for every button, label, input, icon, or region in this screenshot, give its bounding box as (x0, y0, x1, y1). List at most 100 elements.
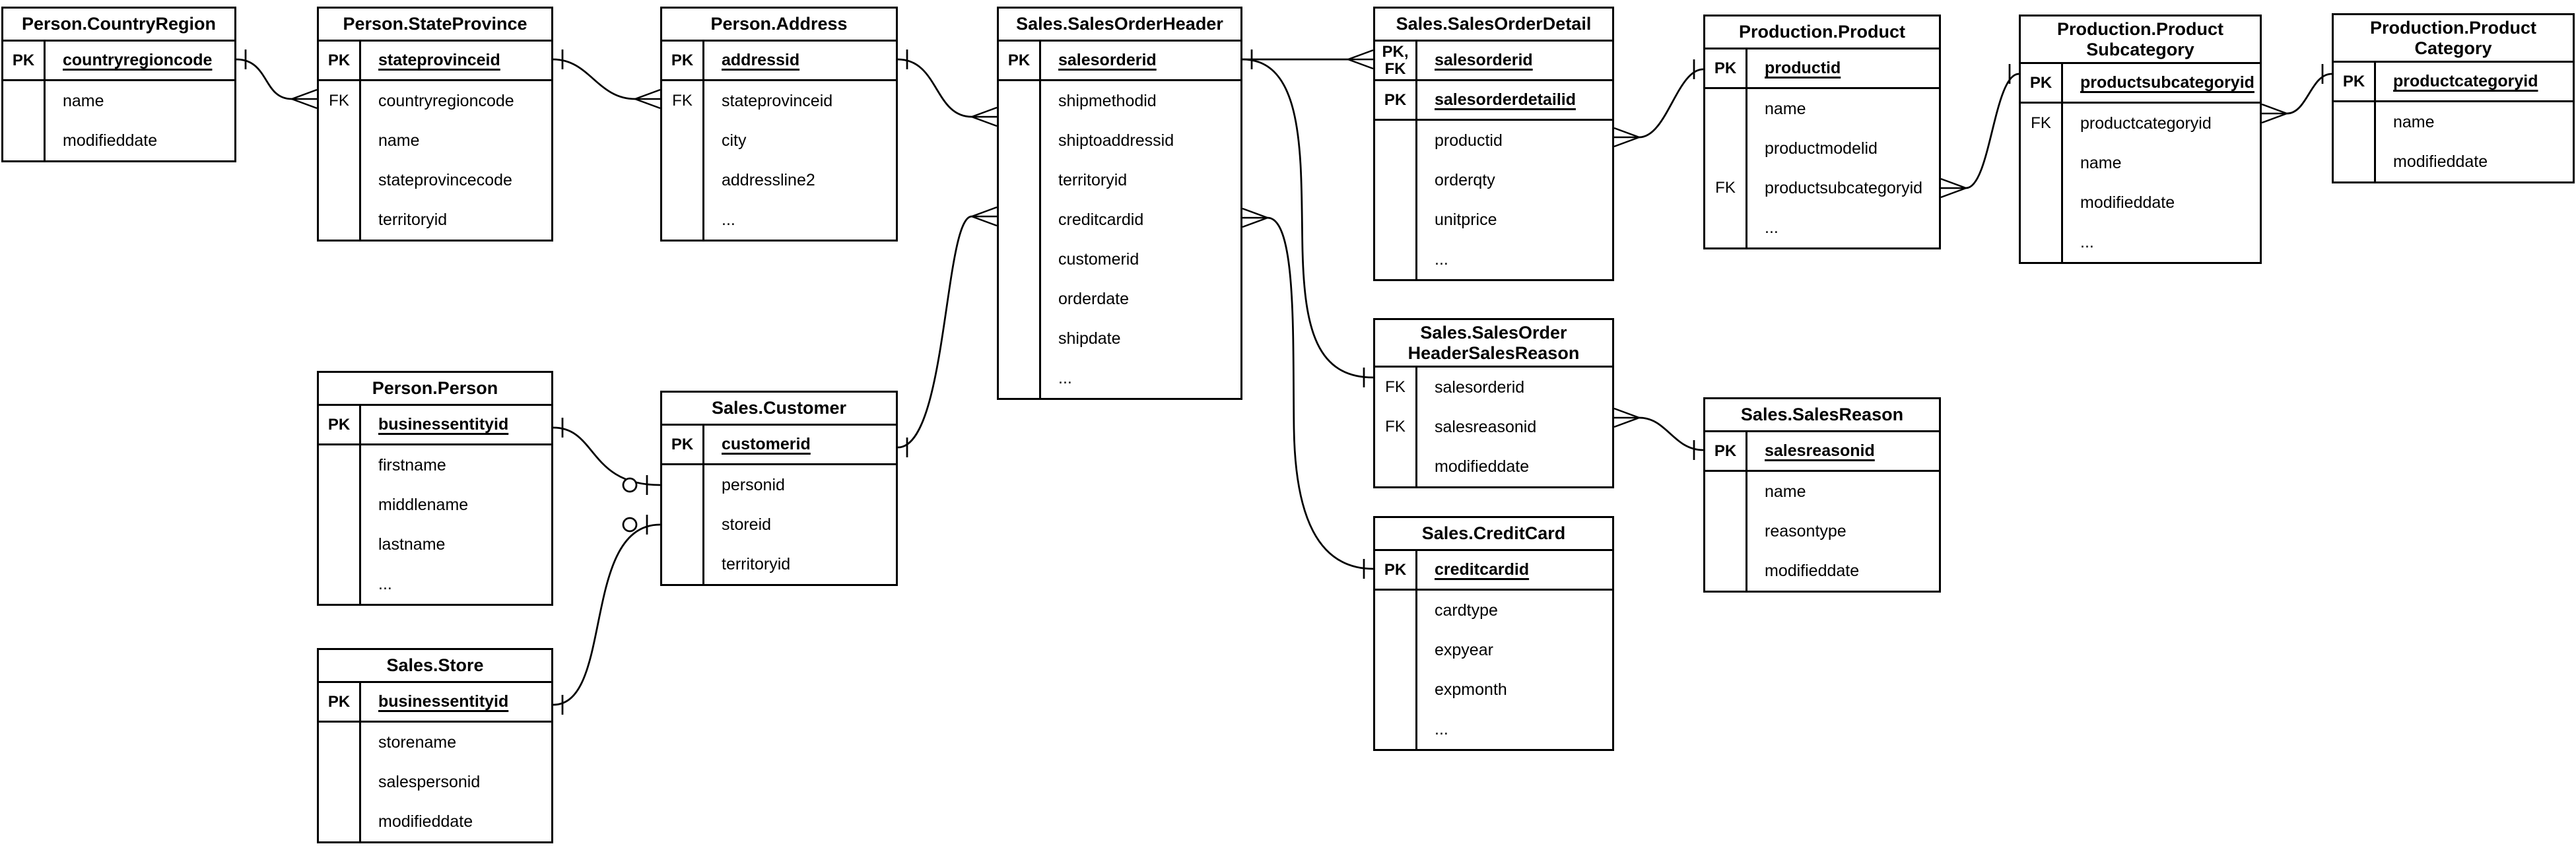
key-badge (999, 160, 1041, 200)
relationship-stateprovince-to-address (553, 49, 661, 110)
field-row: ... (999, 358, 1240, 398)
field-row: firstname (319, 445, 551, 485)
column-name: modifieddate (1435, 457, 1530, 476)
column-name: salesorderdetailid (1435, 90, 1576, 109)
field-row: name (2334, 102, 2573, 142)
key-badge (2021, 222, 2063, 262)
column-name: creditcardid (1058, 210, 1144, 229)
field-row: unitprice (1375, 200, 1612, 240)
field-row: expyear (1375, 630, 1612, 670)
column-name: territoryid (378, 210, 448, 229)
key-badge: PK (3, 42, 46, 79)
key-badge (1375, 447, 1417, 486)
field-row: name (319, 121, 551, 160)
relationship-product-to-productsubcategory (1940, 64, 2019, 199)
field-row: creditcardid (999, 200, 1240, 240)
key-badge (662, 505, 704, 544)
column-name: salesorderid (1058, 51, 1157, 69)
table-title-line: Production.Product (1739, 22, 1905, 42)
key-badge-line: PK (2029, 73, 2052, 92)
key-badge-line: PK (671, 51, 694, 69)
column-name: shipmethodid (1058, 91, 1157, 110)
key-badge (319, 564, 361, 604)
key-badge (319, 802, 361, 841)
key-badge (999, 240, 1041, 279)
column-name: ... (378, 574, 392, 593)
relationship-person-to-customer (553, 418, 661, 495)
column-name: modifieddate (378, 812, 473, 831)
table-title-line: Sales.SalesOrderHeader (1016, 14, 1223, 34)
key-badge: PK (1705, 432, 1747, 470)
column-name: reasontype (1765, 521, 1847, 540)
table-title-line: Sales.SalesOrder (1420, 322, 1567, 342)
field-row: modifieddate (319, 802, 551, 841)
column-name: modifieddate (1765, 561, 1860, 580)
field-row: ... (1375, 240, 1612, 279)
field-row: customerid (999, 240, 1240, 279)
key-badge (999, 81, 1041, 121)
field-row: modifieddate (1375, 447, 1612, 486)
table-title-line: Sales.Store (386, 655, 484, 675)
key-badge: PK (1375, 81, 1417, 119)
field-row: name (3, 81, 234, 121)
field-row: storeid (662, 505, 896, 544)
key-badge: PK (319, 683, 361, 721)
key-badge (662, 465, 704, 505)
table-title-line: Person.StateProvince (343, 14, 527, 34)
field-row: city (662, 121, 896, 160)
column-name: countryregioncode (63, 51, 213, 69)
cardinality-many-marker (1613, 136, 1640, 148)
primary-key-row: PK salesreasonid (1705, 432, 1939, 472)
column-name: orderqty (1435, 170, 1495, 189)
column-name: stateprovinceid (722, 91, 833, 110)
key-badge (1375, 670, 1417, 709)
column-name: salesreasonid (1765, 441, 1875, 460)
relationship-line (553, 426, 661, 486)
relationship-salesorderdetail-to-product (1613, 59, 1704, 148)
key-badge-line: PK (327, 51, 351, 69)
key-badge (2334, 102, 2376, 142)
table-title: Sales.CreditCard (1375, 518, 1612, 551)
relationship-line (553, 523, 661, 706)
cardinality-many-marker (634, 88, 661, 100)
relationship-line (236, 58, 292, 100)
cardinality-many-marker (971, 215, 998, 227)
field-row: ... (1705, 208, 1939, 247)
column-name: name (378, 131, 420, 150)
key-badge (319, 525, 361, 564)
key-badge (1375, 121, 1417, 160)
key-badge (2021, 143, 2063, 183)
key-badge (1705, 208, 1747, 247)
field-row: territoryid (662, 544, 896, 584)
relationship-salesorderheader-to-salesorderdetail (1242, 49, 1374, 70)
key-badge (319, 485, 361, 525)
key-badge (1375, 200, 1417, 240)
relationship-line (897, 215, 972, 449)
field-row: modifieddate (3, 121, 234, 160)
relationship-productsubcategory-to-productcategory (2261, 64, 2332, 124)
column-name: salespersonid (378, 772, 481, 791)
column-name: expmonth (1435, 680, 1507, 699)
cardinality-many-marker (1347, 49, 1374, 61)
column-name: addressline2 (722, 170, 815, 189)
table-title-line: Category (2414, 38, 2492, 58)
key-badge-line: PK (671, 435, 694, 453)
table-title: Sales.SalesOrderDetail (1375, 9, 1612, 42)
key-badge: FK (2021, 104, 2063, 143)
column-name: name (1765, 99, 1806, 118)
key-badge (3, 81, 46, 121)
field-row: addressline2 (662, 160, 896, 200)
key-badge (1705, 511, 1747, 551)
table-title: Sales.Store (319, 650, 551, 683)
column-name: city (722, 131, 747, 150)
key-badge (319, 160, 361, 200)
key-badge-line: FK (1384, 59, 1406, 78)
key-badge (319, 445, 361, 485)
